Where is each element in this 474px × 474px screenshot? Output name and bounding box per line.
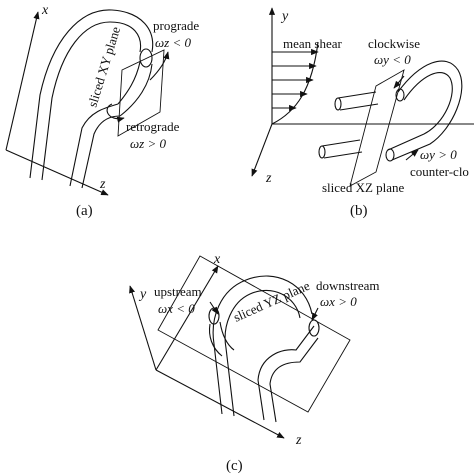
panel-a-z-axis <box>5 149 109 196</box>
panel-b-sliced-plane <box>349 69 405 187</box>
panel-b-hairpin-tip-upper <box>395 88 405 102</box>
panel-b-shear-profile <box>271 41 319 125</box>
panel-c-x-axis <box>155 265 219 371</box>
panel-a-caption: (a) <box>76 203 93 219</box>
panel-c-hairpin-outer <box>212 275 313 415</box>
panel-c-right-leg-inner <box>269 337 319 423</box>
panel-a-retrograde-arrow <box>106 103 125 123</box>
panel-b-upper-leg <box>337 91 379 111</box>
panel-a-tube-neck <box>117 61 153 117</box>
panel-b-lower-leg <box>321 139 363 159</box>
panel-c-upstream-omega: ωx < 0 <box>158 301 195 316</box>
panel-a-vortex-tube-leg-inner <box>81 115 121 189</box>
panel-a: x z sliced XY plane prograde ωz < 0 retr… <box>5 3 199 219</box>
panel-c-hairpin-inner <box>224 289 301 417</box>
panel-c-y-axis <box>129 285 157 371</box>
panel-a-vortex-tube-outer <box>29 9 154 179</box>
panel-b-clockwise-omega: ωy < 0 <box>374 52 411 67</box>
panel-b-plane-label: sliced XZ plane <box>322 180 405 195</box>
panel-a-plane-label: sliced XY plane <box>85 25 124 109</box>
panel-b-z-axis-label: z <box>265 171 272 186</box>
panel-a-prograde-label: prograde <box>153 18 199 33</box>
panel-c-right-leg-outer <box>257 325 315 421</box>
panel-c-sliced-plane <box>157 255 351 413</box>
panel-c-caption: (c) <box>226 458 243 474</box>
panel-b-hairpin-inner <box>387 72 453 151</box>
panel-b-hairpin-tip-lower <box>385 148 395 162</box>
panel-c-upstream-label: upstream <box>154 284 202 299</box>
panel-b-counter-label: counter-clo <box>410 164 469 179</box>
panel-c-x-axis-label: x <box>213 252 221 267</box>
panel-b-mean-shear-label: mean shear <box>283 36 343 51</box>
panel-a-vortex-tube-inner <box>41 21 142 181</box>
panel-a-tube-head <box>139 48 153 68</box>
panel-c-upstream-arrow <box>209 301 219 315</box>
panel-a-retrograde-omega: ωz > 0 <box>130 136 167 151</box>
panel-b-clockwise-arrow <box>393 75 405 89</box>
panel-c-z-axis-label: z <box>295 433 302 448</box>
panel-b-y-axis-label: y <box>280 9 289 24</box>
panel-a-retrograde-label: retrograde <box>126 119 180 134</box>
panel-c-z-axis <box>155 369 285 439</box>
panel-c-downstream-tip <box>308 319 320 337</box>
panel-b-counter-arrow <box>405 149 419 161</box>
panel-b-upper-leg-end <box>334 97 342 111</box>
panel-a-x-axis <box>5 11 40 151</box>
panel-a-z-axis-label: z <box>99 177 106 192</box>
panel-a-sliced-plane <box>117 49 165 137</box>
panel-c-downstream-label: downstream <box>316 278 380 293</box>
panel-a-vortex-tube-leg-outer <box>69 103 119 187</box>
panel-a-prograde-arrow <box>149 51 170 81</box>
panel-a-x-axis-label: x <box>41 3 49 18</box>
panel-b-clockwise-label: clockwise <box>368 36 420 51</box>
panel-b-lower-leg-end <box>318 145 326 159</box>
panel-b-z-axis <box>251 123 273 177</box>
panel-c-y-axis-label: y <box>138 287 147 302</box>
panel-a-prograde-omega: ωz < 0 <box>155 35 192 50</box>
panel-b-counter-omega: ωy > 0 <box>420 147 457 162</box>
panel-c-downstream-arrow <box>311 307 319 321</box>
panel-b: y z mean shear clockwise ωy < 0 ωy > 0 c… <box>251 7 474 219</box>
panel-c-upstream-neck <box>208 321 235 357</box>
panel-c-downstream-omega: ωx > 0 <box>320 294 357 309</box>
panel-b-hairpin-outer <box>391 60 463 161</box>
panel-b-caption: (b) <box>350 203 368 219</box>
panel-c: y x z upstream ωx < 0 downstream ωx > 0 … <box>129 252 380 474</box>
